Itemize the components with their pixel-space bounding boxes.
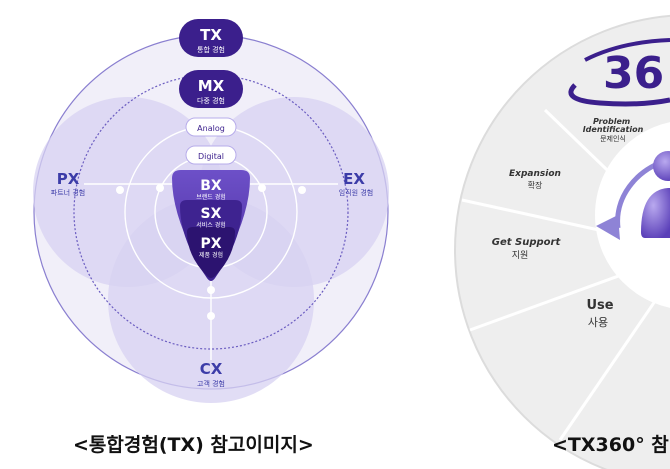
cx-sub: 고객 경험 xyxy=(197,379,225,388)
segment-getsupport-ko: 지원 xyxy=(512,250,529,261)
segment-problem-ko: 문제인식 xyxy=(600,134,626,143)
tx-code: TX xyxy=(200,26,222,44)
segment-use-ko: 사용 xyxy=(588,316,608,329)
tx-caption: <통합경험(TX) 참고이미지> xyxy=(73,434,314,456)
node-dot xyxy=(156,184,164,192)
ex-code: EX xyxy=(343,170,365,188)
segment-use-en: Use xyxy=(586,298,613,313)
logo-swoosh-top xyxy=(584,38,670,62)
node-dot xyxy=(207,312,215,320)
px-center-sub: 제품 경험 xyxy=(199,251,223,259)
segment-problem-en: Problem Identification xyxy=(583,117,644,134)
sx-sub: 서비스 경험 xyxy=(196,221,226,229)
node-dot xyxy=(116,186,124,194)
digital-pill xyxy=(185,145,237,165)
segment-expansion-en: Expansion xyxy=(509,169,561,179)
bx-sub: 브랜드 경험 xyxy=(196,193,226,201)
sx-code: SX xyxy=(201,206,222,222)
analog-label: Analog xyxy=(197,124,225,133)
tx-sub: 통합 경험 xyxy=(197,45,225,54)
tx-diagram: TX 통합 경험 MX 다중 경험 Analog Digital BX 브랜드 … xyxy=(33,19,389,403)
tx360-caption: <TX360° 참 xyxy=(552,434,669,456)
mx-pill xyxy=(179,70,243,108)
person-head xyxy=(653,151,670,181)
person-body xyxy=(641,188,670,238)
tx-pill xyxy=(179,19,243,57)
analog-pill xyxy=(185,117,237,137)
node-dot xyxy=(298,186,306,194)
px-left-sub: 파트너 경험 xyxy=(51,188,85,197)
mx-code: MX xyxy=(198,77,225,95)
ex-sub: 임직원 경험 xyxy=(339,188,373,197)
node-dot xyxy=(207,286,215,294)
digital-label: Digital xyxy=(198,152,224,161)
px-left-code: PX xyxy=(57,170,80,188)
node-dot xyxy=(258,184,266,192)
segment-getsupport-en: Get Support xyxy=(492,237,562,248)
cycle-arrowhead xyxy=(596,215,620,240)
px-shape xyxy=(187,227,235,278)
cx-code: CX xyxy=(200,360,223,378)
segment-expansion-ko: 확장 xyxy=(528,180,543,190)
mx-sub: 다중 경험 xyxy=(197,96,225,105)
px-center-code: PX xyxy=(200,236,221,252)
logo-swoosh xyxy=(568,83,670,107)
tx360-diagram: 36 Problem Identification 문제인식 Expansion… xyxy=(454,14,670,469)
logo-text: 36 xyxy=(603,48,664,99)
bx-code: BX xyxy=(200,178,222,194)
